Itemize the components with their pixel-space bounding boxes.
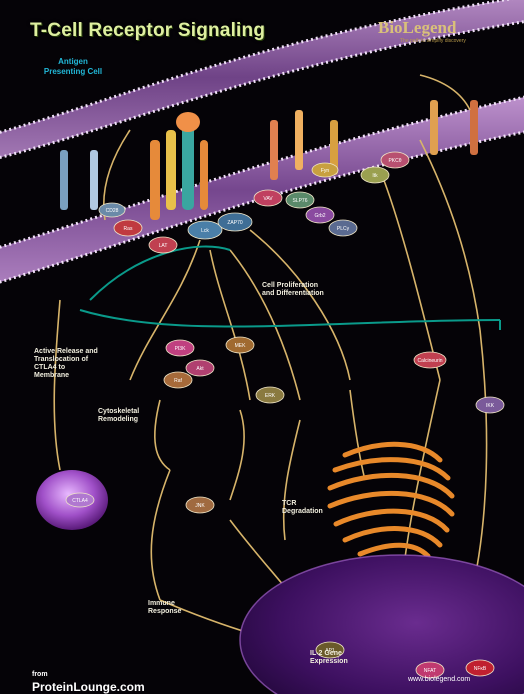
protein-node-calc: Calcineurin	[414, 352, 446, 368]
protein-node-label-grb2: Grb2	[314, 213, 325, 219]
protein-node-label-pi3k: PI3K	[175, 346, 187, 352]
protein-node-akt: Akt	[186, 360, 214, 376]
protein-node-label-zap70: ZAP70	[227, 220, 243, 226]
apc-label: Antigen Presenting Cell	[38, 57, 108, 77]
annotation-ctla4: Active Release and Translocation of CTLA…	[34, 348, 100, 380]
protein-node-pkc: PKCθ	[381, 152, 409, 168]
protein-node-vav: VAV	[254, 190, 282, 206]
annotation-cytoskeletal: Cytoskeletal Remodeling	[98, 408, 158, 424]
footer-credit-line2: ProteinLounge.com	[32, 681, 145, 694]
protein-node-slp76: SLP76	[286, 192, 314, 208]
protein-node-label-vav: VAV	[263, 196, 273, 202]
protein-node-raf: Raf	[164, 372, 192, 388]
protein-node-label-nfkb: NFκB	[474, 666, 487, 672]
protein-node-label-ras: Ras	[124, 226, 133, 232]
protein-node-lat: LAT	[149, 237, 177, 253]
protein-node-label-ctla4: CTLA4	[72, 498, 88, 504]
footer-credit: from ProteinLounge.com	[32, 668, 145, 694]
protein-node-label-mek: MEK	[235, 343, 247, 349]
protein-node-erk: ERK	[256, 387, 284, 403]
protein-node-ras: Ras	[114, 220, 142, 236]
brand-logo: BioLegend	[378, 18, 456, 38]
protein-node-jnk: JNK	[186, 497, 214, 513]
protein-node-label-erk: ERK	[265, 393, 276, 399]
protein-node-label-raf: Raf	[174, 378, 182, 384]
protein-node-mek: MEK	[226, 337, 254, 353]
protein-node-label-slp76: SLP76	[292, 198, 307, 204]
protein-node-plcg: PLCγ	[329, 220, 357, 236]
protein-node-label-ikk: IKK	[486, 403, 495, 409]
protein-node-label-pkc: PKCθ	[388, 158, 401, 164]
annotation-immune: Immune Response	[148, 600, 198, 616]
protein-node-nfkb: NFκB	[466, 660, 494, 676]
protein-node-label-fyn: Fyn	[321, 168, 330, 174]
protein-node-label-akt: Akt	[196, 366, 204, 372]
protein-node-itk: Itk	[361, 167, 389, 183]
protein-node-label-lat: LAT	[159, 243, 168, 249]
protein-node-ctla4: CTLA4	[66, 493, 94, 507]
protein-node-label-calc: Calcineurin	[417, 358, 442, 364]
protein-node-lck: Lck	[188, 221, 222, 239]
protein-node-ikk: IKK	[476, 397, 504, 413]
protein-node-grb2: Grb2	[306, 207, 334, 223]
poster-title: T-Cell Receptor Signaling	[30, 20, 265, 42]
protein-node-fyn: Fyn	[312, 163, 338, 177]
protein-node-cd28: CD28	[99, 203, 125, 217]
protein-node-label-plcg: PLCγ	[337, 226, 350, 232]
protein-node-label-lck: Lck	[201, 228, 209, 234]
annotation-proliferation: Cell Proliferation and Differentiation	[262, 282, 332, 298]
protein-node-zap70: ZAP70	[218, 213, 252, 231]
protein-node-label-jnk: JNK	[195, 503, 205, 509]
protein-node-pi3k: PI3K	[166, 340, 194, 356]
protein-node-label-itk: Itk	[372, 173, 378, 179]
annotation-il2: IL-2 Gene Expression	[310, 650, 370, 666]
annotation-degradation: TCR Degradation	[282, 500, 332, 516]
brand-tagline: The path to simplify discovery	[400, 38, 510, 44]
protein-node-label-cd28: CD28	[106, 208, 119, 214]
protein-node-label-nfat: NFAT	[424, 668, 436, 674]
footer-url: www.biolegend.com	[408, 676, 470, 683]
golgi-apparatus	[330, 444, 452, 556]
